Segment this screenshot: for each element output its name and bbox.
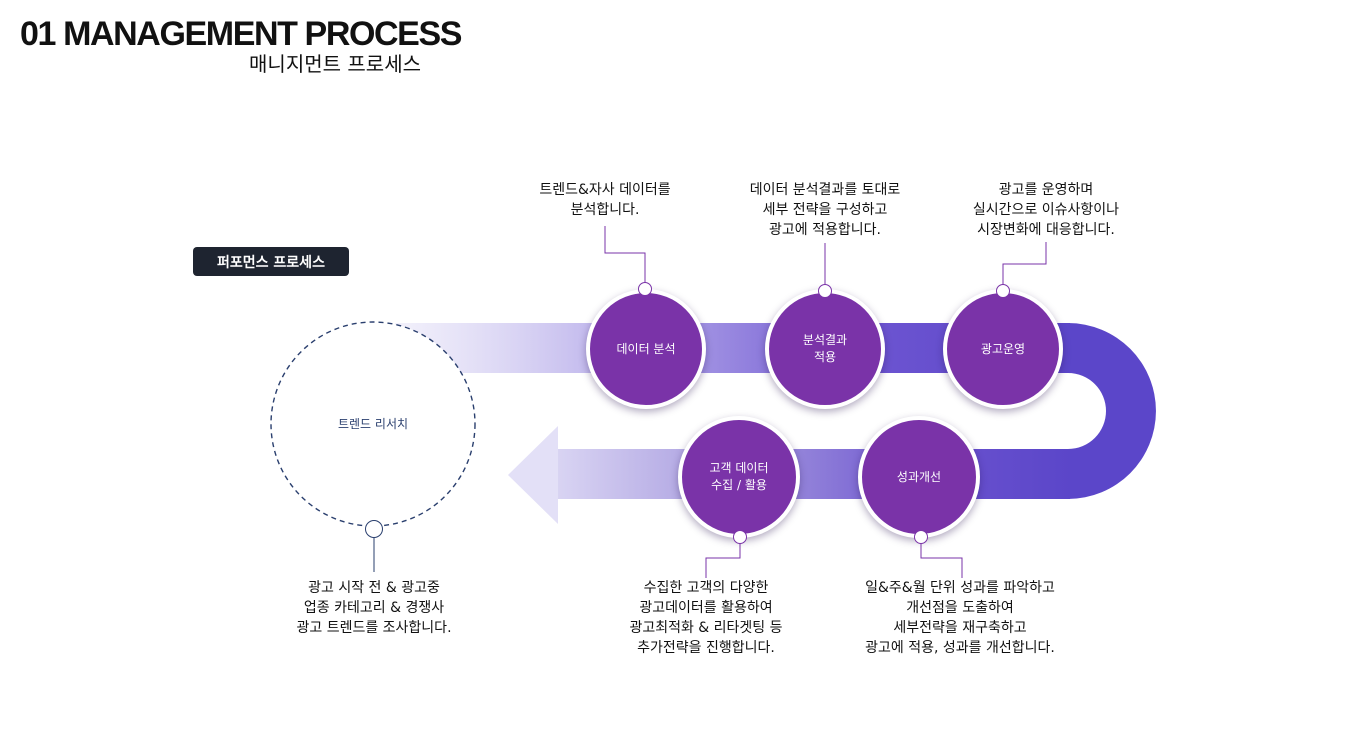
- process-badge: 퍼포먼스 프로세스: [193, 247, 349, 276]
- node-customer-data: 고객 데이터 수집 / 활용: [678, 416, 800, 538]
- flow-band-bottom: [555, 449, 1070, 499]
- dot-customer-data: [733, 530, 747, 544]
- dot-performance: [914, 530, 928, 544]
- page-title: 01 MANAGEMENT PROCESS: [20, 15, 462, 53]
- connector-customer-data: [705, 536, 741, 578]
- flow-arrow-head: [508, 426, 558, 524]
- desc-data-analysis: 트렌드&자사 데이터를 분석합니다.: [539, 182, 671, 218]
- trend-research-outline: [270, 321, 476, 527]
- desc-customer-data: 수집한 고객의 다양한 광고데이터를 활용하여 광고최적화 & 리타겟팅 등 추…: [629, 580, 783, 656]
- connector-performance: [920, 536, 963, 578]
- desc-apply-results: 데이터 분석결과를 토대로 세부 전략을 구성하고 광고에 적용합니다.: [749, 182, 901, 238]
- node-apply-results: 분석결과 적용: [765, 289, 885, 409]
- dot-trend-research: [365, 520, 383, 538]
- connector-data-analysis: [604, 226, 646, 289]
- connector-ad-operation: [1002, 242, 1047, 291]
- page-subtitle: 매니지먼트 프로세스: [249, 52, 421, 76]
- desc-performance-improvement: 일&주&월 단위 성과를 파악하고 개선점을 도출하여 세부전략을 재구축하고 …: [865, 580, 1055, 656]
- dot-apply-results: [818, 284, 832, 298]
- node-data-analysis: 데이터 분석: [586, 289, 706, 409]
- node-trend-research: 트렌드 리서치: [337, 416, 409, 431]
- desc-ad-operation: 광고를 운영하며 실시간으로 이슈사항이나 시장변화에 대응합니다.: [972, 182, 1120, 238]
- dot-data-analysis: [638, 282, 652, 296]
- dot-ad-operation: [996, 284, 1010, 298]
- node-performance-improvement: 성과개선: [858, 416, 980, 538]
- node-ad-operation: 광고운영: [943, 289, 1063, 409]
- flow-band-uturn: [1068, 323, 1156, 499]
- desc-trend-research: 광고 시작 전 & 광고중 업종 카테고리 & 경쟁사 광고 트렌드를 조사합니…: [296, 580, 452, 636]
